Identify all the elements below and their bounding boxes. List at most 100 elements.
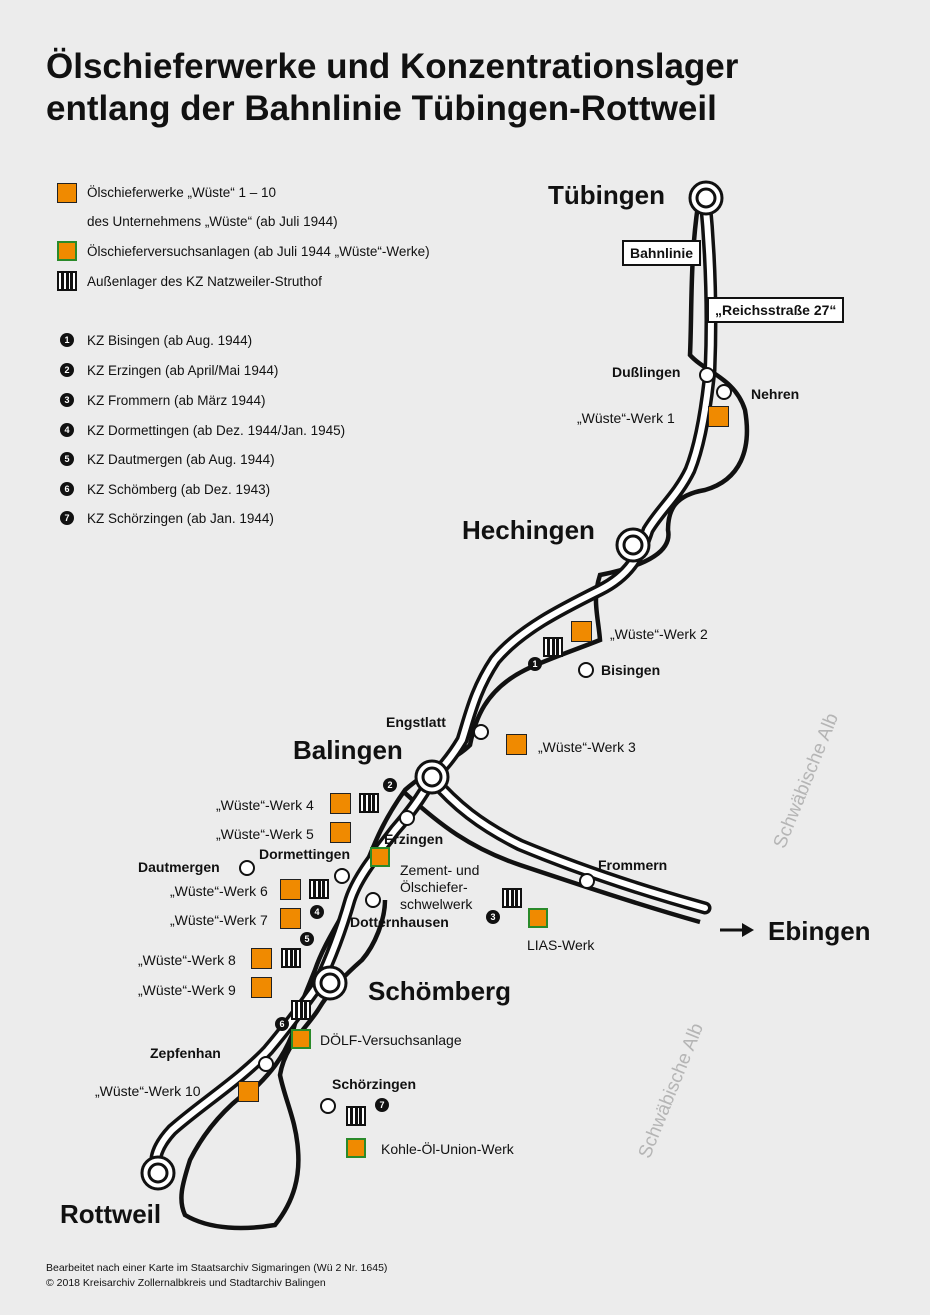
legend-werke-line2: des Unternehmens „Wüste“ (ab Juli 1944) (87, 214, 338, 229)
town-marker-dusslingen (699, 367, 715, 383)
city-label-tuebingen: Tübingen (548, 180, 665, 210)
kohle-oel-union-label: Kohle-Öl-Union-Werk (381, 1141, 514, 1157)
lager-schoemberg-icon (291, 1000, 311, 1020)
werk-6-label: „Wüste“-Werk 6 (170, 883, 268, 899)
town-label-engstlatt: Engstlatt (386, 714, 446, 730)
city-marker-hechingen (615, 527, 651, 563)
camp-item-3: KZ Frommern (ab März 1944) (87, 393, 266, 408)
lager-legend-icon (57, 271, 77, 291)
werk-2-marker (571, 621, 592, 642)
legend-werke-line1: Ölschieferwerke „Wüste“ 1 – 10 (87, 185, 277, 200)
map-camp-number-5: 5 (300, 932, 314, 946)
title-line-2: entlang der Bahnlinie Tübingen-Rottweil (46, 89, 717, 128)
camp-item-6: KZ Schömberg (ab Dez. 1943) (87, 482, 271, 497)
werk-5-label: „Wüste“-Werk 5 (216, 826, 314, 842)
town-label-bisingen: Bisingen (601, 662, 661, 678)
map-title: Ölschieferwerke und Konzentrationslager … (46, 46, 906, 130)
city-label-hechingen: Hechingen (462, 515, 595, 545)
camp-number-2: 2 (60, 363, 74, 377)
werk-10-marker (238, 1081, 259, 1102)
town-marker-schoerzingen (320, 1098, 336, 1114)
werk-7-label: „Wüste“-Werk 7 (170, 912, 268, 928)
camp-item-7: KZ Schörzingen (ab Jan. 1944) (87, 511, 274, 526)
werk-3-marker (506, 734, 527, 755)
town-marker-bisingen (578, 662, 594, 678)
camp-number-5: 5 (60, 452, 74, 466)
town-marker-frommern (579, 873, 595, 889)
camp-item-2: KZ Erzingen (ab April/Mai 1944) (87, 363, 279, 378)
doelf-label: DÖLF-Versuchsanlage (320, 1032, 462, 1048)
lager-erzingen-icon (359, 793, 379, 813)
camp-item-4: KZ Dormettingen (ab Dez. 1944/Jan. 1945) (87, 423, 346, 438)
map-camp-number-6: 6 (275, 1017, 289, 1031)
town-label-nehren: Nehren (751, 386, 800, 402)
town-label-dormettingen: Dormettingen (259, 846, 350, 862)
kohle-oel-union-marker (346, 1138, 366, 1158)
town-marker-nehren (716, 384, 732, 400)
town-marker-erzingen (399, 810, 415, 826)
lias-werk-label: LIAS-Werk (527, 937, 595, 953)
title-line-1: Ölschieferwerke und Konzentrationslager (46, 47, 739, 86)
footer-copyright: © 2018 Kreisarchiv Zollernalbkreis und S… (46, 1277, 326, 1289)
town-label-dusslingen: Dußlingen (612, 364, 681, 380)
lager-bisingen-icon (543, 637, 563, 657)
werk-4-label: „Wüste“-Werk 4 (216, 797, 314, 813)
werk-6-marker (280, 879, 301, 900)
city-marker-schoemberg (312, 965, 348, 1001)
town-label-zepfenhan: Zepfenhan (150, 1045, 221, 1061)
camp-item-5: KZ Dautmergen (ab Aug. 1944) (87, 452, 275, 467)
lager-schoerzingen-icon (346, 1106, 366, 1126)
werk-5-marker (330, 822, 351, 843)
map-camp-number-4: 4 (310, 905, 324, 919)
camp-number-4: 4 (60, 423, 74, 437)
werk-10-label: „Wüste“-Werk 10 (95, 1083, 201, 1099)
town-marker-dautmergen (239, 860, 255, 876)
city-label-balingen: Balingen (293, 735, 403, 765)
camp-number-3: 3 (60, 393, 74, 407)
werk-2-label: „Wüste“-Werk 2 (610, 626, 708, 642)
camp-number-1: 1 (60, 333, 74, 347)
werk-7-marker (280, 908, 301, 929)
railway-outer (149, 191, 718, 1179)
lager-frommern-icon (502, 888, 522, 908)
werk-legend-swatch (57, 183, 77, 203)
city-label-ebingen: Ebingen (768, 916, 871, 946)
werk-1-marker (708, 406, 729, 427)
town-marker-dotternhausen (365, 892, 381, 908)
zement-werk-label: Zement- und Ölschiefer- schwelwerk (400, 862, 479, 913)
town-marker-zepfenhan (258, 1056, 274, 1072)
map-camp-number-7: 7 (375, 1098, 389, 1112)
footer-source: Bearbeitet nach einer Karte im Staatsarc… (46, 1262, 388, 1274)
doelf-marker (291, 1029, 311, 1049)
camp-number-6: 6 (60, 482, 74, 496)
versuch-erzingen-marker (370, 847, 390, 867)
city-label-schoemberg: Schömberg (368, 976, 512, 1006)
camp-number-7: 7 (60, 511, 74, 525)
lias-werk-marker (528, 908, 548, 928)
versuch-legend-swatch (57, 241, 77, 261)
city-marker-rottweil (140, 1155, 176, 1191)
werk-3-label: „Wüste“-Werk 3 (538, 739, 636, 755)
werk-4-marker (330, 793, 351, 814)
town-label-dautmergen: Dautmergen (138, 859, 220, 875)
town-label-dotternhausen: Dotternhausen (350, 914, 449, 930)
ebingen-arrow-head (742, 923, 754, 937)
town-marker-dormettingen (334, 868, 350, 884)
bahnlinie-label: Bahnlinie (622, 240, 702, 266)
map-camp-number-3: 3 (486, 910, 500, 924)
werk-1-label: „Wüste“-Werk 1 (577, 410, 675, 426)
legend-lager: Außenlager des KZ Natzweiler-Struthof (87, 274, 322, 289)
lager-dautmergen-icon (281, 948, 301, 968)
city-label-rottweil: Rottweil (60, 1199, 162, 1229)
zement-line-2: Ölschiefer- (400, 879, 468, 895)
lager-dormettingen-icon (309, 879, 329, 899)
werk-8-marker (251, 948, 272, 969)
town-label-frommern: Frommern (598, 857, 668, 873)
railway-inner (152, 195, 714, 1175)
werk-8-label: „Wüste“-Werk 8 (138, 952, 236, 968)
legend-versuch: Ölschieferversuchsanlagen (ab Juli 1944 … (87, 244, 430, 259)
map-camp-number-2: 2 (383, 778, 397, 792)
railway-branch-inner (429, 775, 708, 911)
reichsstrasse-label: „Reichsstraße 27“ (707, 297, 845, 323)
map-camp-number-1: 1 (528, 657, 542, 671)
